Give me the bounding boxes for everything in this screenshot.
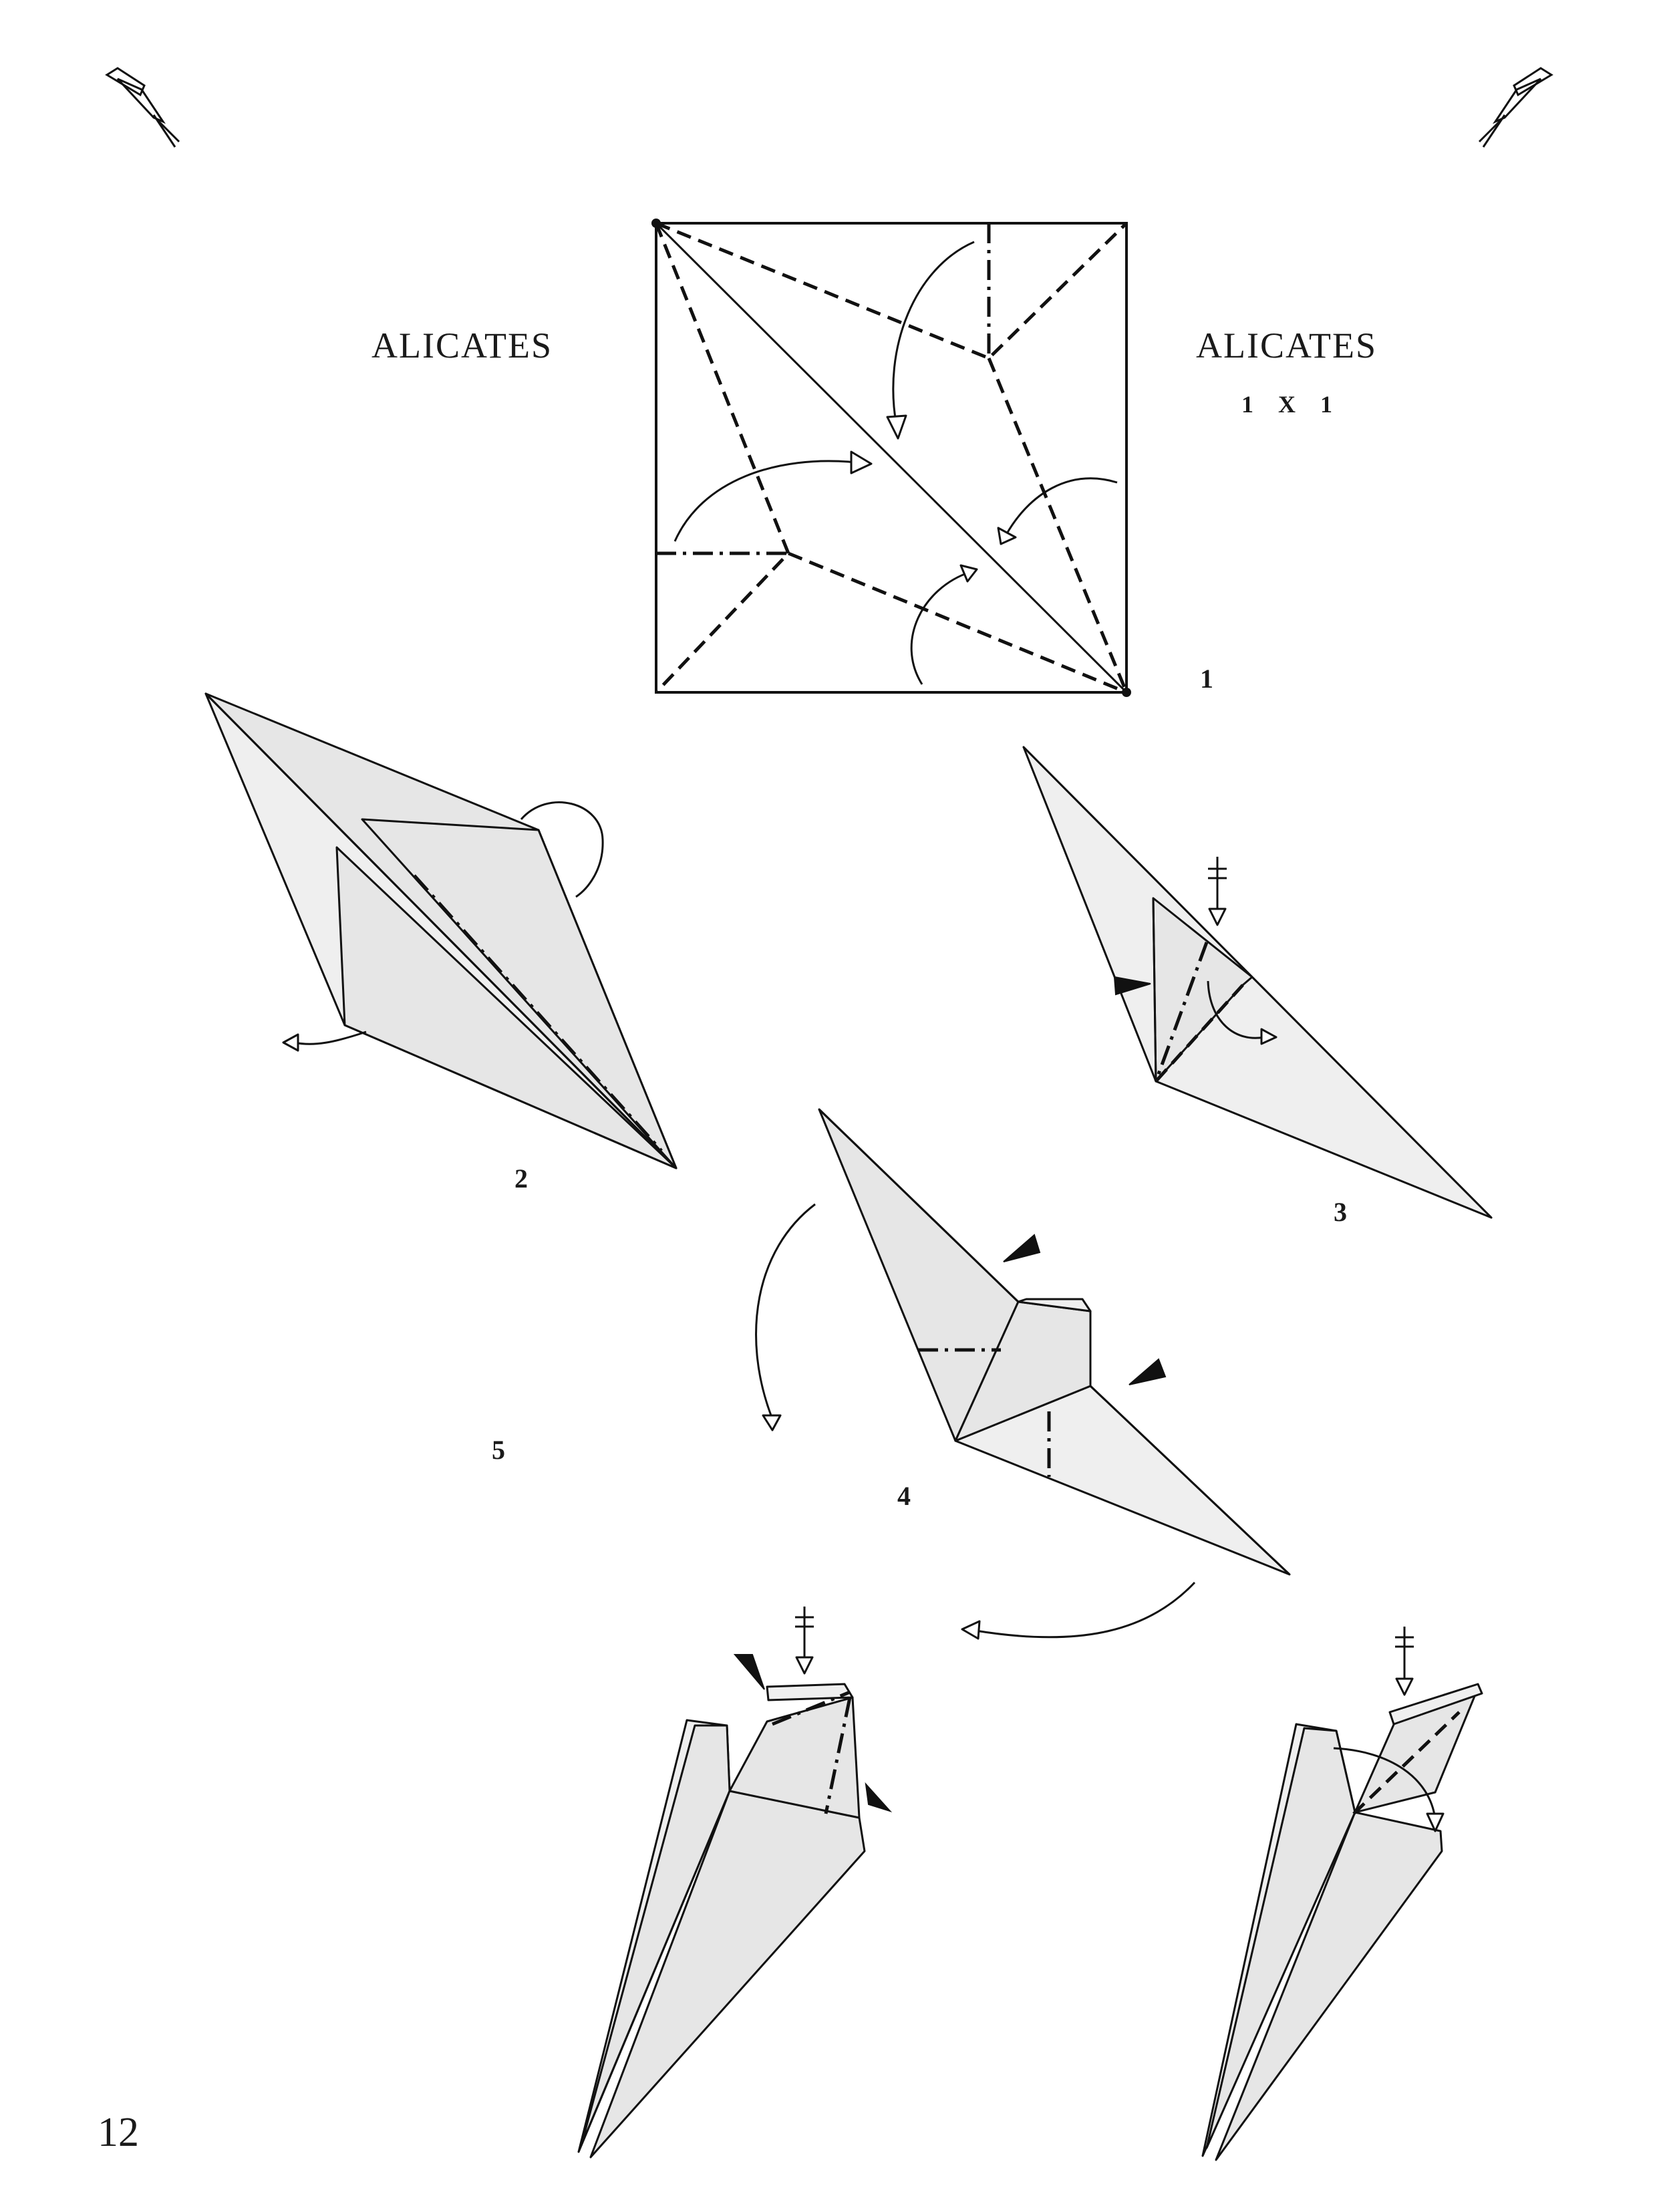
corner-dot-bottom-right <box>1122 688 1131 697</box>
flap-lower <box>1022 746 1493 1219</box>
body-lower <box>1215 1811 1443 2161</box>
push-arrowhead <box>1208 908 1227 926</box>
push-arrowhead <box>1395 1677 1414 1696</box>
arrowhead-bottom <box>959 564 978 583</box>
turn-over-arrowhead <box>282 1033 299 1052</box>
pliers-icon-right <box>1478 67 1553 148</box>
step-label-5: 5 <box>492 1435 505 1465</box>
title-right: ALICATES <box>1196 325 1377 366</box>
pliers-icon-left <box>105 67 180 148</box>
valley-fold-upper <box>655 221 1128 360</box>
edge-lower <box>1089 1385 1291 1576</box>
sink-marker <box>1113 976 1151 996</box>
rotate-arrow-left <box>755 1203 816 1416</box>
mountain-fold-top <box>772 1690 851 1726</box>
rotate-arrow-bottom <box>975 1581 1196 1639</box>
valley-fold-bottom <box>788 551 1127 694</box>
arrowhead-left <box>850 450 873 474</box>
page-number: 12 <box>98 2110 139 2155</box>
fold-arrow-bottom <box>910 571 971 685</box>
sink-marker-top <box>733 1654 765 1690</box>
inner-flap-lower <box>335 846 677 1169</box>
step-label-3: 3 <box>1334 1197 1347 1227</box>
push-arrowhead <box>795 1656 814 1675</box>
diagonal-crease <box>655 222 1128 694</box>
step-1-crease-pattern <box>651 219 1131 697</box>
center-line <box>204 692 677 1169</box>
sink-marker-top <box>1003 1234 1041 1262</box>
inner-edge <box>1152 897 1157 1082</box>
fold-arrow <box>1333 1747 1437 1820</box>
mountain-fold <box>1154 942 1209 1082</box>
fold-arrow-top <box>892 241 975 427</box>
sink-marker-right <box>1128 1358 1167 1385</box>
flap-top-edge <box>1017 1298 1092 1312</box>
step-3-diagram <box>1022 746 1493 1219</box>
valley-fold-lower-left <box>654 223 790 694</box>
turn-over-arrow <box>293 1030 367 1045</box>
step-label-1: 1 <box>1200 664 1213 694</box>
corner-dot-top-left <box>651 219 661 228</box>
step-5-diagram <box>577 1607 893 2159</box>
paper-ratio: 1 X 1 <box>1241 391 1342 418</box>
mountain-fold <box>413 874 663 1152</box>
step-6-diagram <box>1201 1627 1483 2161</box>
fold-arrowhead <box>1260 1028 1277 1045</box>
valley-fold <box>1352 1711 1461 1815</box>
sink-marker-right <box>865 1782 893 1813</box>
fold-arrow <box>1207 980 1265 1039</box>
valley-fold-right <box>987 358 1128 693</box>
rotate-arrow <box>520 801 604 898</box>
head-top <box>1388 1683 1483 1725</box>
rotate-arrowhead-bottom <box>961 1620 981 1640</box>
step-4-diagram <box>755 1108 1291 1640</box>
step-2-diagram <box>204 692 677 1169</box>
head-top <box>766 1683 854 1701</box>
edge-upper <box>818 1108 1020 1303</box>
fold-arrow-right <box>1005 477 1118 535</box>
arrowhead-top <box>886 414 907 440</box>
step-label-4: 4 <box>897 1481 911 1511</box>
rotate-arrowhead-left <box>762 1414 782 1431</box>
fold-arrowhead <box>1426 1812 1445 1832</box>
fold-arrow-left <box>673 460 857 542</box>
title-left: ALICATES <box>371 325 553 366</box>
mountain-fold-side <box>824 1697 852 1814</box>
step-label-2: 2 <box>514 1163 528 1194</box>
arrowhead-right <box>997 527 1017 545</box>
